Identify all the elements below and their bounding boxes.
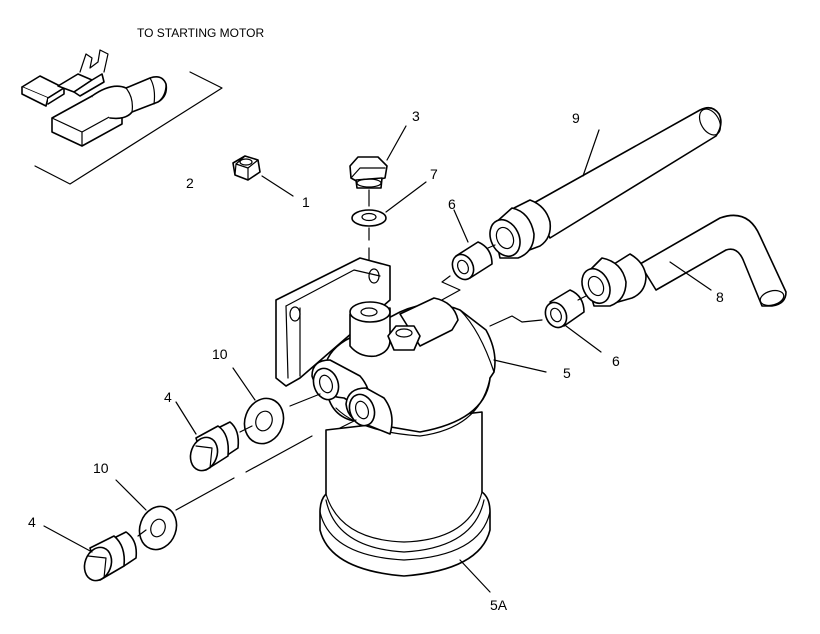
callout-4-upper: 4 bbox=[164, 389, 172, 405]
callout-5a: 5A bbox=[490, 597, 508, 613]
part-2-wire-terminal bbox=[21, 49, 223, 185]
callout-10-lower: 10 bbox=[93, 460, 109, 476]
part-3-bolt bbox=[349, 125, 407, 189]
heading-to-starting-motor: TO STARTING MOTOR bbox=[137, 26, 264, 40]
callout-5: 5 bbox=[563, 365, 571, 381]
part-10-washer-lower bbox=[115, 479, 178, 551]
part-10-washer-upper bbox=[232, 367, 285, 445]
callout-10-upper: 10 bbox=[212, 346, 228, 362]
part-6-sleeve-upper bbox=[419, 209, 496, 313]
part-8-bent-tube bbox=[581, 214, 787, 307]
callout-4-lower: 4 bbox=[28, 514, 36, 530]
centerline-port-lower bbox=[137, 419, 357, 537]
callout-3: 3 bbox=[412, 108, 420, 124]
part-5-filter-base bbox=[275, 257, 547, 437]
part-6-sleeve-lower bbox=[489, 289, 602, 353]
part-7-washer bbox=[351, 181, 427, 227]
callout-6-upper: 6 bbox=[448, 196, 456, 212]
part-9-tube bbox=[489, 106, 722, 259]
callout-1: 1 bbox=[302, 194, 310, 210]
callout-2: 2 bbox=[186, 175, 194, 191]
part-4-plug-upper bbox=[175, 401, 240, 472]
callout-8: 8 bbox=[716, 289, 724, 305]
callout-9: 9 bbox=[572, 110, 580, 126]
centerline-port-upper bbox=[239, 393, 321, 433]
callout-7: 7 bbox=[430, 166, 438, 182]
part-4-plug-lower bbox=[43, 525, 138, 582]
part-1-nut bbox=[232, 155, 294, 197]
part-5a-filter-canister bbox=[319, 411, 491, 593]
callout-6-lower: 6 bbox=[612, 353, 620, 369]
